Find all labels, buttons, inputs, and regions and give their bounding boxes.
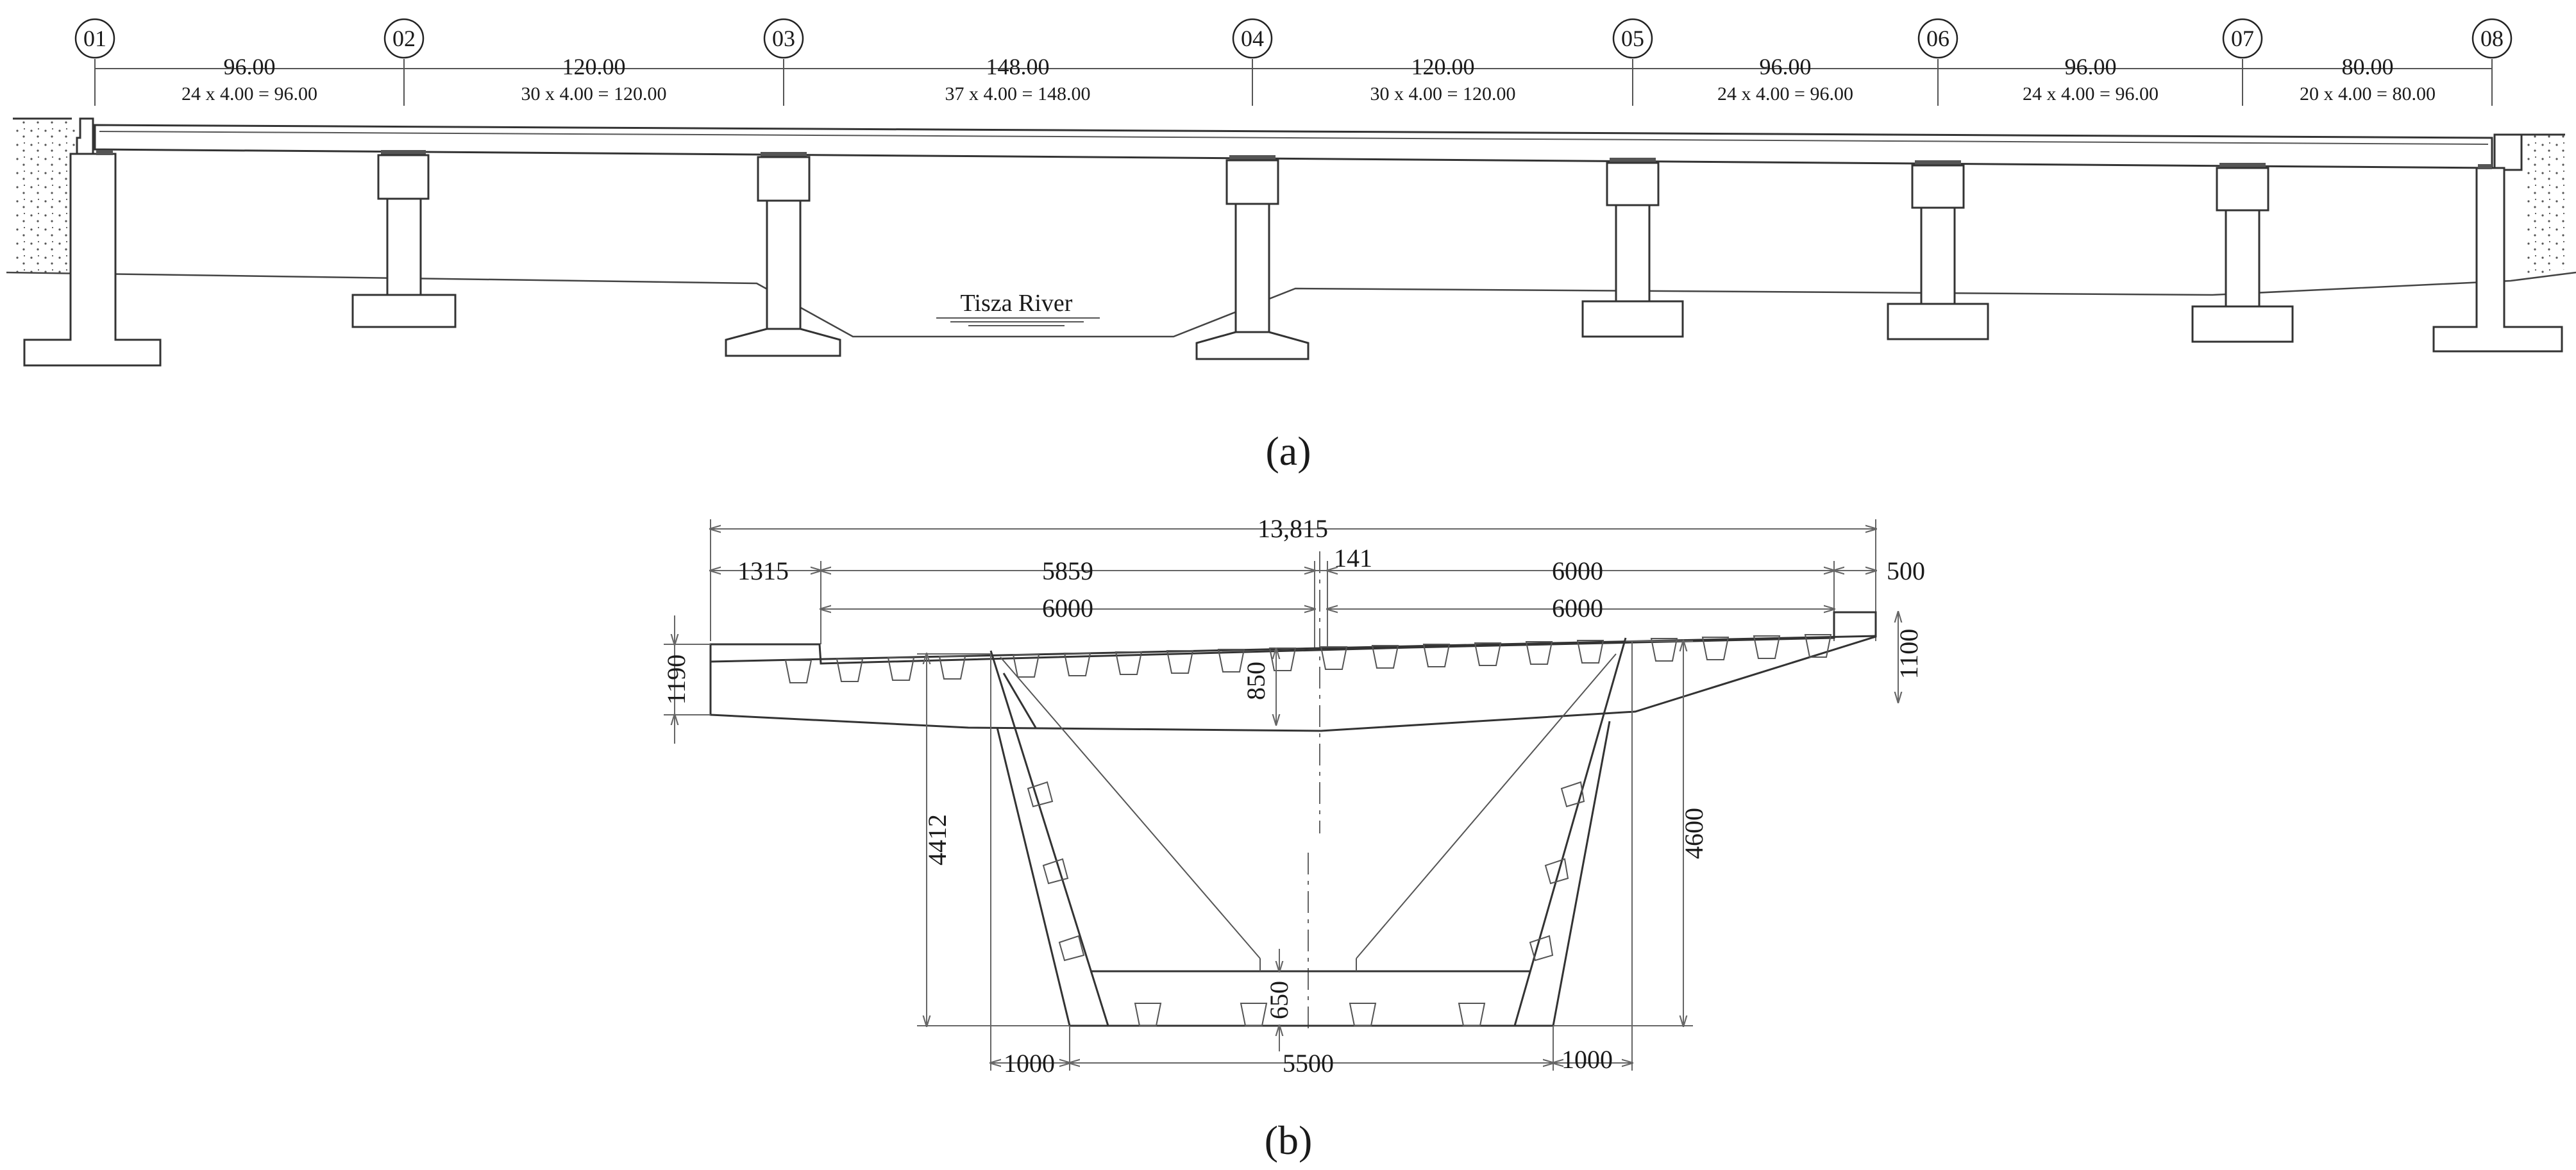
span-length-4: 120.00 xyxy=(1411,54,1475,79)
axis-label-08: 08 xyxy=(2480,26,2504,51)
web-stiffeners xyxy=(1027,781,1585,1026)
axis-marker-02: 02 xyxy=(383,18,425,59)
axis-marker-07: 07 xyxy=(2222,18,2263,59)
bottom-dimensions: 1000 5500 1000 xyxy=(991,641,1632,1078)
dim-bottom-width: 5500 xyxy=(1283,1049,1334,1078)
dim-left-depth: 1190 xyxy=(662,655,691,705)
segment-label-1: 24 x 4.00 = 96.00 xyxy=(181,83,317,104)
dim-top-slab: 850 xyxy=(1242,662,1270,700)
caption-a: (a) xyxy=(1265,428,1311,474)
axis-label-01: 01 xyxy=(83,26,106,51)
axis-label-07: 07 xyxy=(2231,26,2254,51)
dim-bottom-left: 1000 xyxy=(1004,1049,1055,1078)
left-embankment xyxy=(13,117,77,272)
pier-03 xyxy=(725,152,841,357)
dim-web-height-left: 4412 xyxy=(923,814,952,865)
abutment-right xyxy=(2432,133,2563,353)
caption-b: (b) xyxy=(1265,1117,1313,1163)
segment-label-3: 37 x 4.00 = 148.00 xyxy=(945,83,1091,104)
dim-bottom-slab: 650 xyxy=(1265,981,1293,1019)
dim-bottom-right: 1000 xyxy=(1562,1045,1613,1074)
span-length-3: 148.00 xyxy=(986,54,1050,79)
dim-left-lane: 6000 xyxy=(1042,594,1093,623)
abutment-left xyxy=(23,117,162,367)
axis-label-02: 02 xyxy=(392,26,416,51)
dim-offset: 141 xyxy=(1334,544,1372,572)
segment-label-7: 20 x 4.00 = 80.00 xyxy=(2300,83,2436,104)
span-lengths: 96.00 120.00 148.00 120.00 96.00 96.00 8… xyxy=(224,54,2394,79)
pier-06 xyxy=(1887,160,1989,340)
vertical-dimensions: 1190 1100 4412 4600 850 650 xyxy=(662,612,1923,1051)
dim-right-half: 6000 xyxy=(1552,556,1603,585)
axis-label-04: 04 xyxy=(1241,26,1264,51)
pier-07 xyxy=(2191,163,2294,343)
span-length-7: 80.00 xyxy=(2342,54,2394,79)
pier-05 xyxy=(1581,158,1684,338)
pier-04 xyxy=(1195,155,1309,360)
dim-total-width: 13,815 xyxy=(1258,514,1328,543)
axis-marker-06: 06 xyxy=(1917,18,1958,59)
bridge-elevation: 01 02 03 04 05 06 07 08 96.00 120.00 148… xyxy=(6,18,2576,474)
axis-marker-03: 03 xyxy=(763,18,804,59)
segment-label-2: 30 x 4.00 = 120.00 xyxy=(521,83,667,104)
segment-label-5: 24 x 4.00 = 96.00 xyxy=(1717,83,1853,104)
river: Tisza River xyxy=(936,290,1100,326)
right-embankment xyxy=(2521,133,2565,276)
axis-markers: 01 02 03 04 05 06 07 08 xyxy=(74,18,2513,59)
dim-right-edge: 500 xyxy=(1887,556,1925,585)
axis-marker-04: 04 xyxy=(1232,18,1273,59)
dim-left-half: 5859 xyxy=(1042,556,1093,585)
box-girder-cross-section: 13,815 1315 5859 141 6000 500 6000 6000 xyxy=(662,514,1925,1163)
axis-label-06: 06 xyxy=(1926,26,1949,51)
dim-right-depth: 1100 xyxy=(1894,629,1923,680)
axis-marker-05: 05 xyxy=(1612,18,1653,59)
dim-web-height-right: 4600 xyxy=(1679,808,1708,859)
deck-stiffeners xyxy=(784,634,1832,683)
pier-02 xyxy=(351,150,457,328)
segment-label-4: 30 x 4.00 = 120.00 xyxy=(1370,83,1516,104)
top-dimensions: 13,815 1315 5859 141 6000 500 6000 6000 xyxy=(711,514,1925,648)
axis-marker-01: 01 xyxy=(74,18,115,59)
segment-label-6: 24 x 4.00 = 96.00 xyxy=(2023,83,2159,104)
bridge-deck xyxy=(94,124,2493,169)
span-length-5: 96.00 xyxy=(1760,54,1812,79)
span-length-1: 96.00 xyxy=(224,54,276,79)
axis-marker-08: 08 xyxy=(2471,18,2513,59)
span-length-6: 96.00 xyxy=(2065,54,2117,79)
span-length-2: 120.00 xyxy=(562,54,626,79)
dim-left-cantilever: 1315 xyxy=(737,556,789,585)
axis-label-05: 05 xyxy=(1621,26,1644,51)
dim-right-lane: 6000 xyxy=(1552,594,1603,623)
river-label: Tisza River xyxy=(961,290,1073,317)
span-dimension-line xyxy=(94,59,2493,106)
span-segments: 24 x 4.00 = 96.00 30 x 4.00 = 120.00 37 … xyxy=(181,83,2436,104)
axis-label-03: 03 xyxy=(772,26,795,51)
